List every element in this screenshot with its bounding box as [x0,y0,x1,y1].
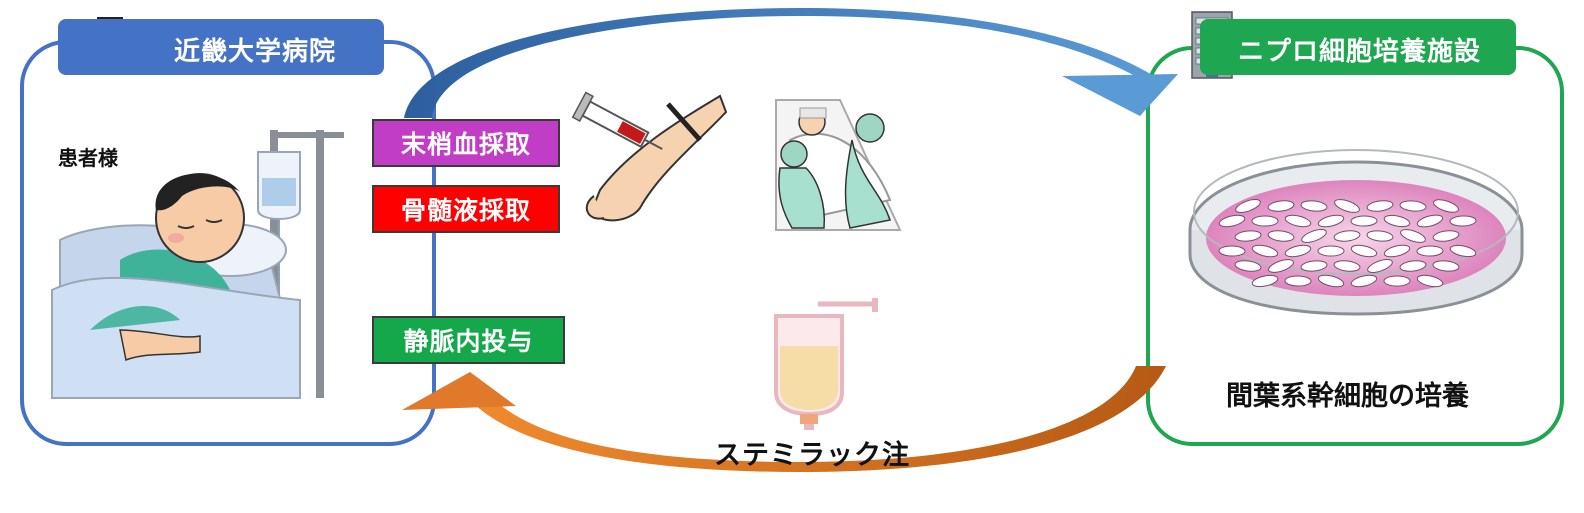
cell-shape [1399,200,1427,212]
cell-shape [1350,215,1378,227]
cell-shape [1383,214,1411,228]
cell-shape [1449,244,1477,258]
cell-shape [1300,260,1328,272]
cell-shape [1416,245,1444,257]
cell-shape [1333,230,1361,242]
hospital-name: 近畿大学病院 [174,37,337,67]
cell-shape [1284,275,1312,287]
cell-shape [1301,229,1327,243]
cell-shape [1383,244,1411,258]
product-label: ステミラック注 [714,440,910,471]
cell-shape [1218,245,1246,257]
cell-shape [1433,199,1459,213]
cell-cluster [1218,199,1477,288]
cell-shape [1366,200,1394,212]
cell-shape [1218,214,1246,228]
cell-shape [1416,274,1444,288]
cell-shape [1300,200,1328,212]
cell-shape [1432,230,1460,242]
petri-dish-cells-icon [1188,149,1524,316]
infusion-bag-icon [774,298,878,430]
cell-shape [1350,244,1378,258]
lab-name: ニプロ細胞培養施設 [1238,37,1482,67]
cell-shape [1317,214,1345,228]
cell-shape [1284,214,1312,228]
cell-shape [1333,260,1361,272]
cell-shape [1234,260,1262,272]
blood-collection-box: 末梢血採取 [372,119,560,167]
cell-shape [1366,230,1394,242]
cell-shape [1416,214,1444,228]
blood-draw-syringe-icon [571,91,728,222]
cell-shape [1235,199,1261,213]
cell-shape [1251,274,1279,288]
lab-header: ニプロ細胞培養施設 [1200,19,1516,75]
cell-shape [1334,199,1360,213]
cell-shape [1267,230,1295,242]
cell-shape [1350,274,1378,288]
cell-shape [1367,259,1393,273]
cell-shape [1317,245,1345,257]
cell-shape [1251,215,1279,227]
cell-shape [1317,274,1345,288]
cell-shape [1284,244,1312,258]
cell-shape [1268,259,1294,273]
iv-administration-box: 静脈内投与 [372,316,565,364]
cell-shape [1399,260,1427,272]
cell-shape [1267,200,1295,212]
cell-shape [1432,260,1460,272]
arrow-to-lab [404,8,1178,118]
patient-label: 患者様 [58,146,118,170]
cell-shape [1449,215,1477,227]
hospital-header: 近畿大学病院 [58,19,384,75]
cell-shape [1383,275,1411,287]
cell-shape [1251,244,1279,258]
arrow-to-patient [402,366,1166,472]
culture-label: 間葉系幹細胞の培養 [1226,381,1469,412]
bone-marrow-harvest-icon [775,99,902,231]
cell-shape [1234,230,1262,242]
bone-marrow-collection-box: 骨髄液採取 [372,185,560,233]
patient-in-bed-icon [51,130,344,399]
cell-shape [1400,229,1426,243]
